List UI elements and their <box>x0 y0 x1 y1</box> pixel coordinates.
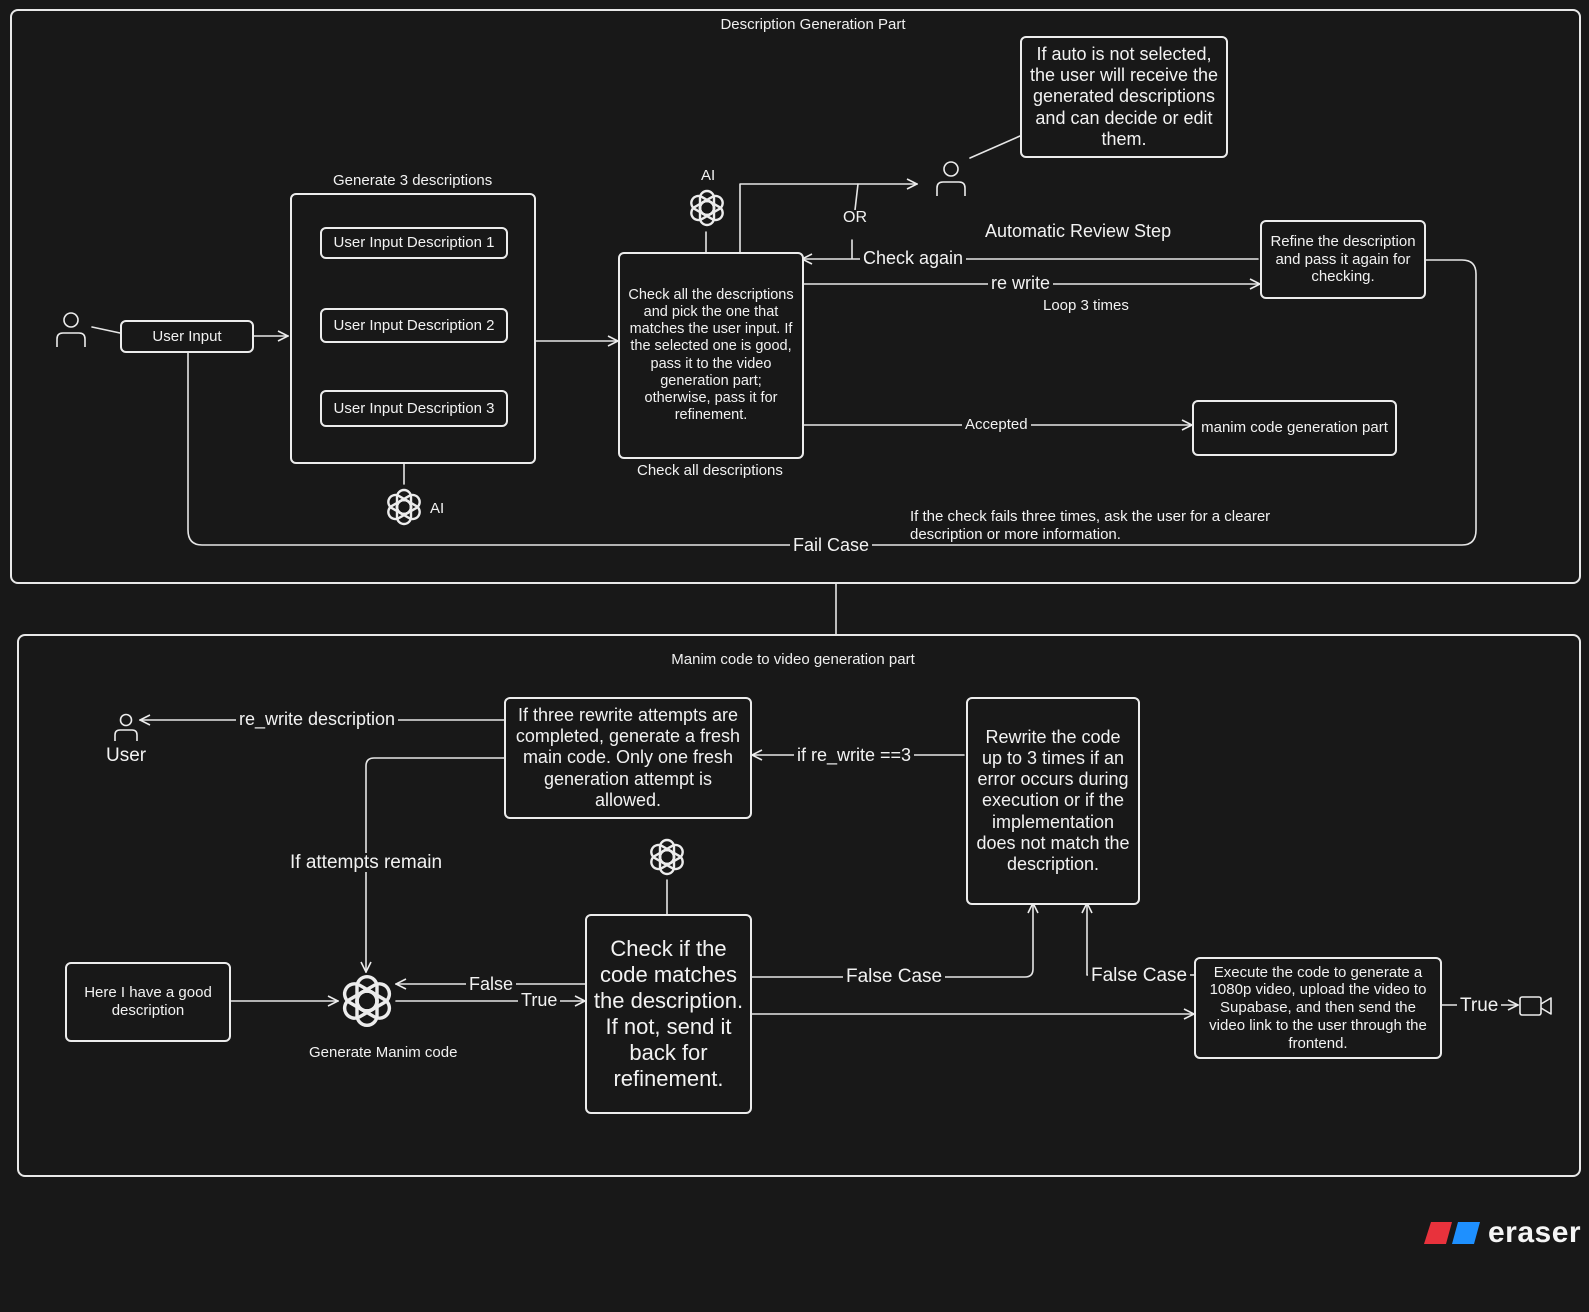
execute-text: Execute the code to generate a 1080p vid… <box>1209 963 1427 1052</box>
person-icon <box>56 312 86 347</box>
group-title: Generate 3 descriptions <box>330 173 496 188</box>
three-attempts-box[interactable]: If three rewrite attempts are completed,… <box>504 697 752 819</box>
manim-part-text: manim code generation part <box>1201 419 1388 437</box>
false-case-label-2: False Case <box>1088 966 1191 985</box>
rewrite-code-text: Rewrite the code up to 3 times if an err… <box>976 726 1130 875</box>
eraser-brand: eraser <box>1424 1216 1581 1250</box>
eraser-brand-name: eraser <box>1488 1216 1582 1249</box>
attempts-remain-label: If attempts remain <box>287 853 446 872</box>
false-case-label-1: False Case <box>843 967 946 986</box>
eraser-logo-icon <box>1424 1222 1480 1244</box>
frame-title-bottom: Manim code to video generation part <box>671 651 915 668</box>
loop-label: Loop 3 times <box>1040 298 1132 313</box>
user-input-box[interactable]: User Input <box>120 320 254 353</box>
true-label: True <box>518 991 561 1009</box>
edge-fail-case <box>187 259 1477 546</box>
three-attempts-text: If three rewrite attempts are completed,… <box>515 704 741 810</box>
description-box-1[interactable]: User Input Description 1 <box>320 227 508 259</box>
check-code-box[interactable]: Check if the code matches the descriptio… <box>585 914 752 1114</box>
good-description-text: Here I have a good description <box>84 984 212 1019</box>
refine-text: Refine the description and pass it again… <box>1270 232 1416 286</box>
true-end-label: True <box>1457 996 1502 1015</box>
frame-manim-generation <box>17 634 1581 1177</box>
review-step-label: Automatic Review Step <box>982 222 1175 240</box>
ai-label-check: AI <box>698 168 719 183</box>
accepted-label: Accepted <box>962 417 1031 432</box>
check-descriptions-text: Check all the descriptions and pick the … <box>628 287 794 423</box>
user-label: User <box>106 745 147 766</box>
false-label: False <box>466 975 517 993</box>
openai-logo-icon <box>342 975 392 1027</box>
openai-logo-icon <box>387 488 421 526</box>
person-icon <box>936 161 966 196</box>
re-write-description-label: re_write description <box>236 710 399 728</box>
edge-user-to-input <box>91 326 121 334</box>
generate-manim-label: Generate Manim code <box>306 1045 461 1060</box>
manim-part-box[interactable]: manim code generation part <box>1192 400 1397 456</box>
check-caption: Check all descriptions <box>634 463 786 478</box>
description-label-2: User Input Description 2 <box>333 316 495 334</box>
video-camera-icon <box>1519 996 1552 1016</box>
description-box-2[interactable]: User Input Description 2 <box>320 308 508 343</box>
refine-box[interactable]: Refine the description and pass it again… <box>1260 220 1426 299</box>
check-code-text: Check if the code matches the descriptio… <box>593 936 744 1091</box>
if-rewrite-label: if re_write ==3 <box>794 746 915 764</box>
description-box-3[interactable]: User Input Description 3 <box>320 390 508 427</box>
edge-or-tick <box>854 183 859 211</box>
edge-attempts-remain <box>366 757 505 972</box>
openai-logo-icon <box>690 189 724 227</box>
description-label-3: User Input Description 3 <box>333 399 495 417</box>
auto-note-text: If auto is not selected, the user will r… <box>1029 43 1219 149</box>
execute-box[interactable]: Execute the code to generate a 1080p vid… <box>1194 957 1442 1059</box>
rewrite-code-box[interactable]: Rewrite the code up to 3 times if an err… <box>966 697 1140 905</box>
re-write-label: re write <box>988 274 1054 292</box>
person-icon <box>114 713 138 741</box>
edge-note-to-user <box>969 135 1021 159</box>
openai-logo-icon <box>650 838 684 876</box>
good-description-box[interactable]: Here I have a good description <box>65 962 231 1042</box>
frame-description-generation <box>10 9 1581 584</box>
edge-false-case-1 <box>751 903 1033 978</box>
check-descriptions-box[interactable]: Check all the descriptions and pick the … <box>618 252 804 459</box>
check-again-label: Check again <box>860 249 967 267</box>
or-label: OR <box>840 210 870 226</box>
fail-case-label: Fail Case <box>790 536 873 554</box>
ai-label-group: AI <box>427 501 448 516</box>
auto-note-box: If auto is not selected, the user will r… <box>1020 36 1228 158</box>
fail-note: If the check fails three times, ask the … <box>910 508 1271 543</box>
edge-check-again <box>802 239 1259 259</box>
description-label-1: User Input Description 1 <box>333 234 495 252</box>
user-input-label: User Input <box>152 327 222 345</box>
frame-title-top: Description Generation Part <box>720 16 906 33</box>
